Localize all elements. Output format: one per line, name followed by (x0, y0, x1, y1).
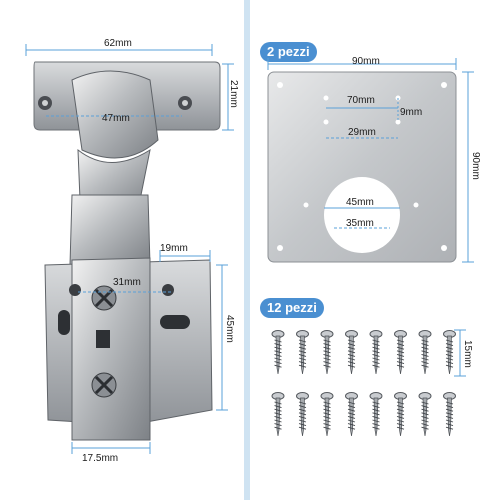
plate-inner-spacing-label: 29mm (348, 127, 376, 138)
plate-hole-row-label: 70mm (347, 95, 375, 106)
screw (296, 330, 309, 375)
plate-small-offset-label: 9mm (400, 107, 423, 118)
screw (271, 330, 285, 375)
screw-quantity-badge: 12 pezzi (260, 298, 324, 318)
hinge-width-label: 62mm (104, 38, 132, 49)
screw-length-label: 15mm (462, 340, 473, 368)
plate-quantity-badge: 2 pezzi (260, 42, 317, 62)
screw (345, 392, 358, 437)
plate-width-label: 90mm (352, 56, 380, 67)
screw (320, 330, 334, 375)
hinge-base-width-label: 17.5mm (82, 453, 119, 464)
hinge-cup-offset-label: 47mm (102, 113, 130, 124)
screw (320, 392, 334, 437)
hinge-arm-offset-label: 19mm (160, 243, 188, 254)
panel-divider (244, 0, 250, 500)
screw (271, 392, 285, 437)
screw (443, 330, 456, 375)
hinge-hole-spacing-label: 31mm (113, 277, 141, 288)
screw (418, 330, 432, 375)
screw (296, 392, 309, 437)
screw (345, 330, 358, 375)
screw (369, 330, 383, 375)
screw (418, 392, 432, 437)
screw (443, 392, 456, 437)
plate-inner-cutout-label: 35mm (346, 218, 374, 229)
plate-outer-cutout-label: 45mm (346, 197, 374, 208)
screw (369, 392, 383, 437)
screw (394, 330, 407, 375)
screw (394, 392, 407, 437)
